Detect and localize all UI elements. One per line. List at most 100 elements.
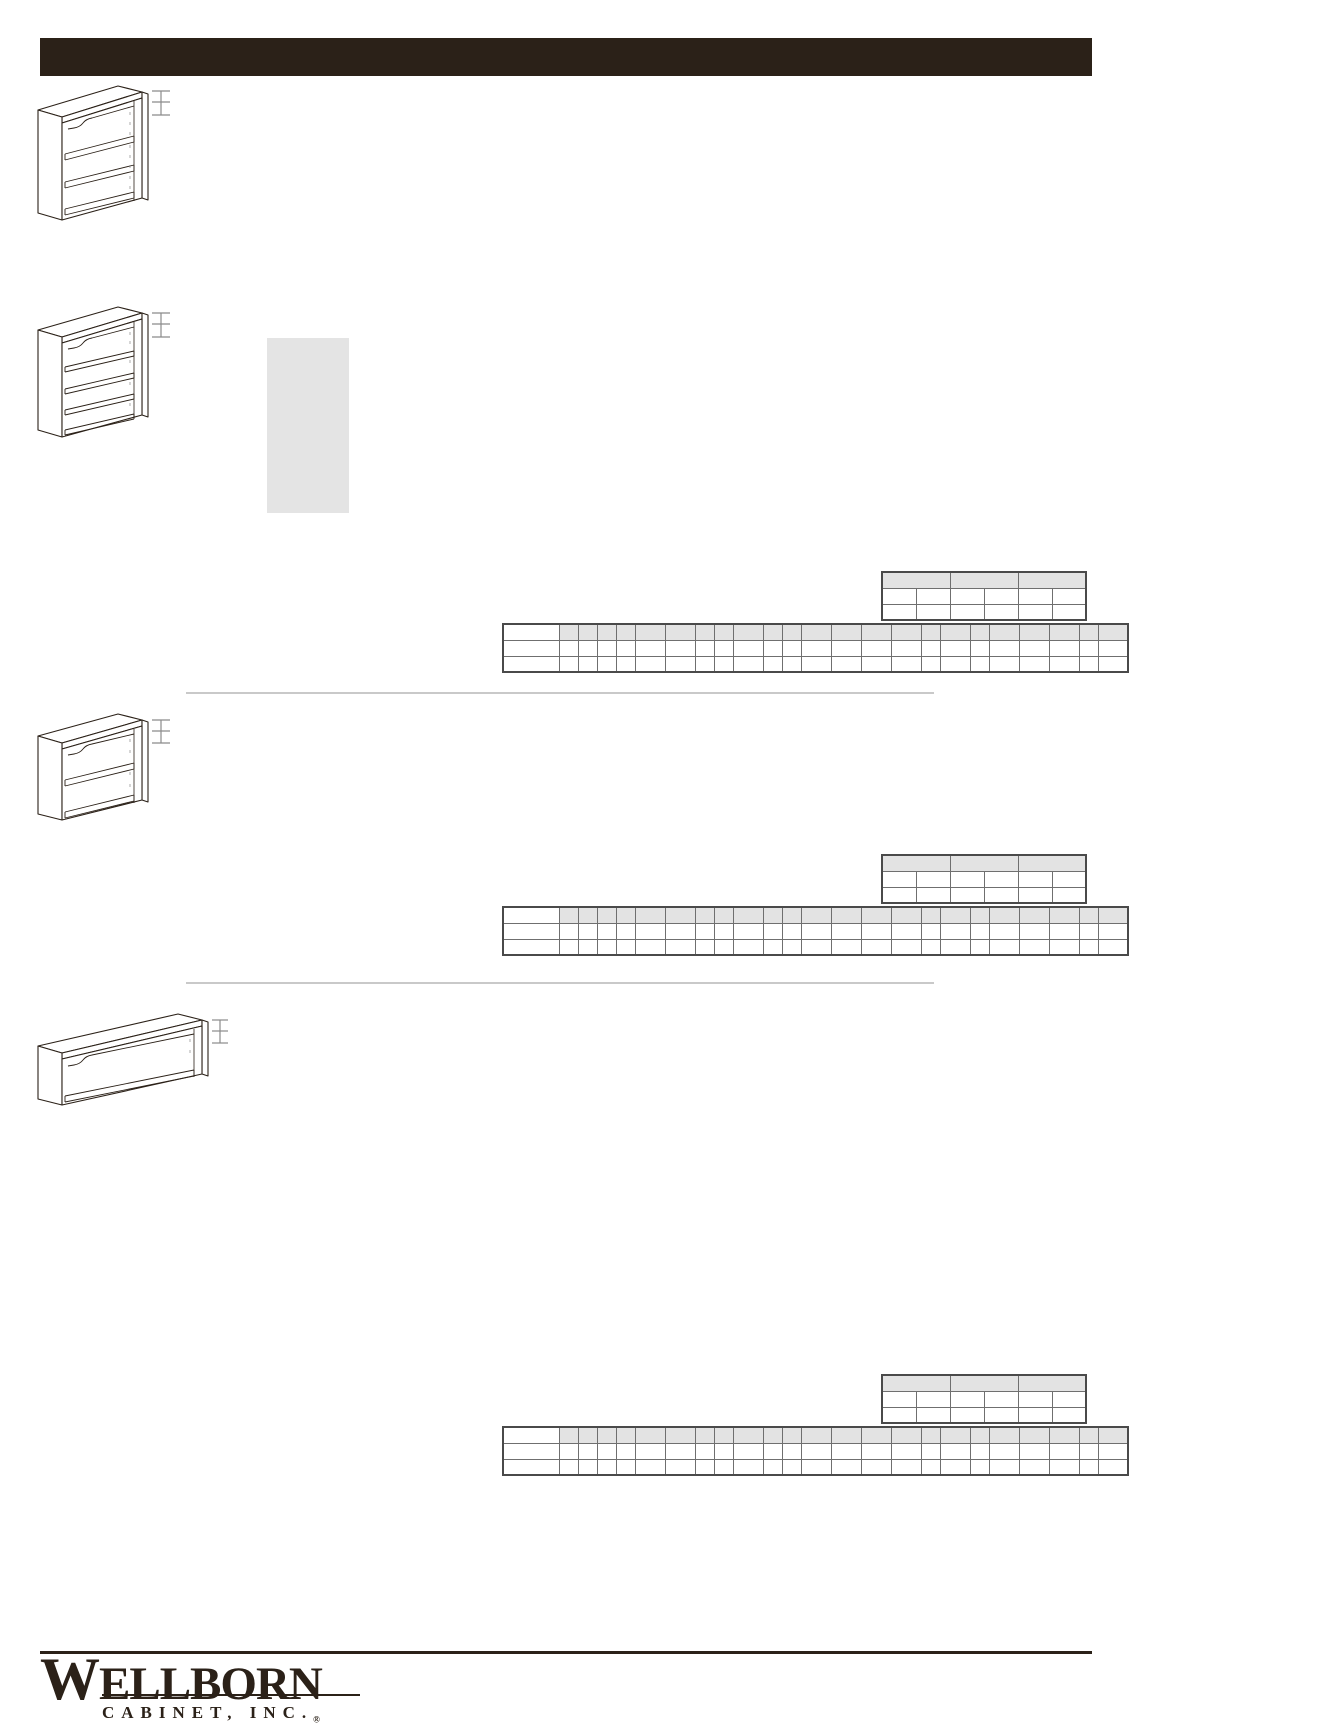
column-header-cell: [1048, 906, 1080, 924]
table-row: [502, 655, 1129, 673]
column-header-cell: [713, 1426, 734, 1444]
price-cell: [920, 1442, 941, 1460]
column-header-cell: [713, 623, 734, 641]
price-cell: [694, 639, 715, 657]
price-cell: [732, 655, 764, 673]
subgroup-cell: [949, 1390, 985, 1408]
price-cell: [762, 639, 783, 657]
price-cell: [713, 639, 734, 657]
subgroup-cell: [983, 886, 1019, 904]
group-cell: [949, 571, 1019, 589]
price-cell: [781, 938, 802, 956]
subgroup-cell: [983, 1406, 1019, 1424]
price-cell: [1097, 639, 1129, 657]
price-cell: [860, 1442, 892, 1460]
column-header-cell: [969, 906, 990, 924]
column-header-cell: [615, 623, 636, 641]
column-header-cell: [830, 906, 862, 924]
subgroup-cell: [949, 603, 985, 621]
logo-tagline-text: CABINET, INC.: [102, 1703, 314, 1722]
price-table-2: [502, 906, 1129, 956]
column-header-cell: [634, 906, 666, 924]
price-cell: [781, 639, 802, 657]
price-cell: [1097, 922, 1129, 940]
price-cell: [939, 938, 971, 956]
price-cell: [713, 922, 734, 940]
wellborn-logo: WELLBORN CABINET, INC.®: [40, 1649, 360, 1724]
table-row: [881, 603, 1087, 621]
price-cell: [596, 938, 617, 956]
column-header-cell: [1078, 623, 1099, 641]
price-cell: [664, 639, 696, 657]
price-cell: [890, 938, 922, 956]
column-header-cell: [1018, 1426, 1050, 1444]
column-header-cell: [664, 1426, 696, 1444]
group-header-table-1: [881, 571, 1087, 621]
column-header-cell: [615, 906, 636, 924]
column-header-cell: [800, 1426, 832, 1444]
price-cell: [969, 639, 990, 657]
column-header-cell: [732, 1426, 764, 1444]
subgroup-cell: [1051, 870, 1087, 888]
row-label-header: [503, 907, 559, 923]
price-cell: [830, 938, 862, 956]
column-header-cell: [890, 906, 922, 924]
column-header-cell: [860, 906, 892, 924]
price-cell: [939, 1442, 971, 1460]
price-cell: [890, 655, 922, 673]
price-cell: [1078, 639, 1099, 657]
subgroup-cell: [949, 1406, 985, 1424]
price-cell: [558, 1442, 579, 1460]
price-cell: [762, 1442, 783, 1460]
column-header-cell: [939, 906, 971, 924]
column-header-cell: [800, 623, 832, 641]
column-header-cell: [732, 906, 764, 924]
price-cell: [890, 1442, 922, 1460]
subgroup-cell: [915, 886, 951, 904]
group-cell: [881, 1374, 951, 1392]
subgroup-cell: [983, 603, 1019, 621]
price-cell: [634, 922, 666, 940]
price-cell: [615, 639, 636, 657]
table-row: [502, 938, 1129, 956]
group-cell: [949, 854, 1019, 872]
column-header-cell: [596, 1426, 617, 1444]
price-cell: [1097, 1442, 1129, 1460]
price-table-3: [502, 1426, 1129, 1476]
row-label-cell: [502, 655, 560, 673]
price-cell: [1097, 938, 1129, 956]
price-cell: [800, 655, 832, 673]
price-cell: [1048, 655, 1080, 673]
illustration-wall-cabinet-open-wide-short: [30, 1008, 230, 1118]
price-cell: [1018, 938, 1050, 956]
price-cell: [615, 938, 636, 956]
price-cell: [1048, 639, 1080, 657]
subgroup-cell: [915, 1406, 951, 1424]
price-cell: [890, 1458, 922, 1476]
price-cell: [577, 922, 598, 940]
column-header-cell: [694, 623, 715, 641]
column-header-cell: [615, 1426, 636, 1444]
price-cell: [1048, 1442, 1080, 1460]
price-cell: [732, 1442, 764, 1460]
price-cell: [694, 1442, 715, 1460]
price-cell: [558, 655, 579, 673]
column-header-cell: [732, 623, 764, 641]
column-header-cell: [988, 906, 1020, 924]
table-row: [881, 587, 1087, 605]
subgroup-cell: [1051, 1390, 1087, 1408]
column-header-cell: [664, 623, 696, 641]
price-cell: [732, 938, 764, 956]
subgroup-cell: [881, 603, 917, 621]
price-cell: [615, 922, 636, 940]
price-cell: [664, 938, 696, 956]
column-header-cell: [577, 623, 598, 641]
price-cell: [634, 1458, 666, 1476]
price-cell: [1078, 922, 1099, 940]
price-cell: [860, 938, 892, 956]
price-cell: [988, 655, 1020, 673]
subgroup-cell: [1017, 603, 1053, 621]
subgroup-cell: [881, 587, 917, 605]
column-header-cell: [1018, 906, 1050, 924]
column-header-cell: [920, 1426, 941, 1444]
